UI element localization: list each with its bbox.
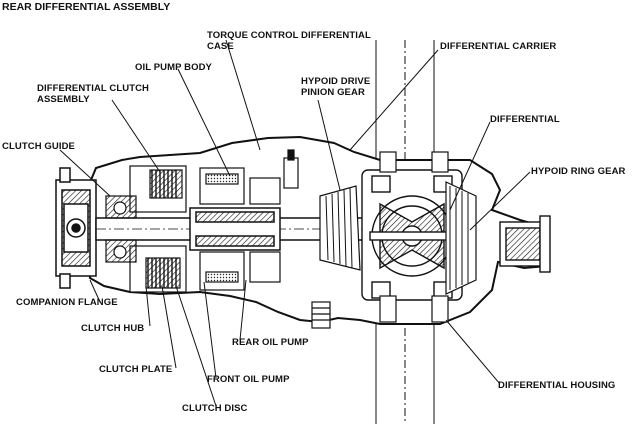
label-differential-clutch-assembly-1: DIFFERENTIAL CLUTCH bbox=[37, 83, 150, 94]
label-hypoid-ring-gear: HYPOID RING GEAR bbox=[531, 166, 626, 177]
label-differential: DIFFERENTIAL bbox=[490, 114, 560, 125]
hypoid-ring-gear-shape bbox=[445, 181, 477, 295]
main-shaft bbox=[95, 207, 377, 251]
label-clutch-plate: CLUTCH PLATE bbox=[99, 364, 173, 375]
label-oil-pump-body: OIL PUMP BODY bbox=[135, 62, 212, 73]
label-clutch-hub: CLUTCH HUB bbox=[81, 323, 145, 334]
label-hypoid-drive-pinion-gear-2: PINION GEAR bbox=[301, 87, 365, 98]
fasteners bbox=[311, 151, 449, 329]
oil-pump-shapes bbox=[199, 149, 299, 291]
label-front-oil-pump: FRONT OIL PUMP bbox=[207, 374, 290, 385]
differential-carrier-shape bbox=[361, 169, 463, 301]
diagram-title: REAR DIFFERENTIAL ASSEMBLY bbox=[2, 1, 171, 13]
label-differential-clutch-assembly-2: ASSEMBLY bbox=[37, 94, 90, 105]
clutch-pack-upper bbox=[105, 165, 187, 219]
companion-flange-shape bbox=[55, 167, 97, 289]
clutch-pack-lower bbox=[105, 239, 187, 293]
label-differential-carrier: DIFFERENTIAL CARRIER bbox=[440, 41, 557, 52]
label-hypoid-drive-pinion-gear-1: HYPOID DRIVE bbox=[301, 76, 371, 87]
label-differential-housing: DIFFERENTIAL HOUSING bbox=[498, 380, 616, 391]
leader-lines bbox=[59, 39, 531, 407]
output-flange-shape bbox=[499, 215, 551, 273]
label-torque-control-case-2: CASE bbox=[207, 41, 234, 52]
label-torque-control-case-1: TORQUE CONTROL DIFFERENTIAL bbox=[207, 30, 371, 41]
label-companion-flange: COMPANION FLANGE bbox=[16, 297, 118, 308]
hypoid-pinion-shape bbox=[319, 185, 361, 271]
label-clutch-guide: CLUTCH GUIDE bbox=[2, 141, 75, 152]
label-rear-oil-pump: REAR OIL PUMP bbox=[232, 337, 309, 348]
label-clutch-disc: CLUTCH DISC bbox=[182, 403, 248, 414]
